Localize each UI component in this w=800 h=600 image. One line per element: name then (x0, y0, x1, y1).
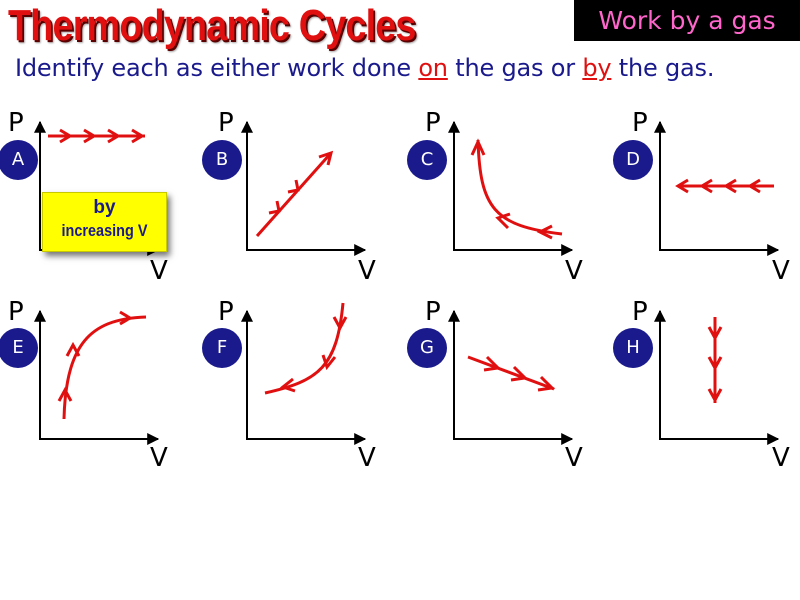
pv-graph-e (34, 309, 160, 445)
direction-arrow (287, 179, 300, 194)
panel-label-d: D (613, 140, 653, 180)
panel-f: P V F (202, 297, 407, 471)
direction-arrow (510, 365, 529, 382)
direction-arrow (707, 388, 723, 404)
instruction-part-1: Identify each as either work done (15, 54, 419, 82)
axis-label-v: V (150, 443, 168, 473)
direction-arrow (131, 128, 145, 144)
pv-graph-g (448, 309, 574, 445)
axis-label-v: V (150, 256, 168, 286)
axis-label-p: P (8, 297, 24, 327)
panel-label-g: G (407, 328, 447, 368)
axis-label-p: P (425, 108, 441, 138)
topic-badge: Work by a gas (574, 0, 800, 41)
page-title: Thermodynamic Cycles (8, 1, 416, 50)
panel-a: P V A (0, 108, 200, 284)
pv-graph-h (654, 309, 780, 445)
direction-arrow (65, 341, 81, 357)
pv-graph-d (654, 120, 780, 256)
direction-arrow (537, 375, 556, 392)
axis-label-p: P (632, 108, 648, 138)
instruction-text: Identify each as either work done on the… (15, 54, 714, 82)
instruction-part-2: the gas or (447, 54, 583, 82)
instruction-part-3: the gas. (611, 54, 715, 82)
direction-arrow (83, 128, 97, 144)
direction-arrow (318, 150, 334, 166)
answer-line-1: by (93, 197, 116, 218)
panel-label-e: E (0, 328, 38, 368)
direction-arrow (268, 200, 281, 215)
pv-graph-c (448, 120, 574, 256)
axis-label-v: V (772, 443, 790, 473)
process-line-e (62, 315, 147, 420)
axis-label-v: V (565, 256, 583, 286)
process-line-c (476, 139, 563, 236)
direction-arrow (332, 316, 348, 332)
panel-g: P V G (407, 297, 614, 471)
panel-b: P V B (202, 108, 407, 284)
panel-label-b: B (202, 140, 242, 180)
panel-label-f: F (202, 328, 242, 368)
instruction-word-on: on (418, 54, 448, 82)
panel-label-h: H (613, 328, 653, 368)
process-line-b (255, 152, 333, 237)
pv-graph-b (241, 120, 367, 256)
axis-label-p: P (425, 297, 441, 327)
direction-arrow (495, 212, 511, 230)
direction-arrow (675, 178, 689, 194)
direction-arrow (119, 310, 133, 326)
panel-label-c: C (407, 140, 447, 180)
direction-arrow (107, 128, 121, 144)
axis-label-v: V (772, 256, 790, 286)
answer-line-2: increasing V (61, 221, 148, 240)
axis-label-v: V (358, 443, 376, 473)
direction-arrow (699, 178, 713, 194)
panel-h: P V H (613, 297, 800, 471)
direction-arrow (536, 224, 553, 240)
panel-e: P V E (0, 297, 200, 471)
panel-c: P V C (407, 108, 614, 284)
axis-label-p: P (632, 297, 648, 327)
axis-label-v: V (565, 443, 583, 473)
direction-arrow (279, 377, 296, 393)
direction-arrow (707, 326, 723, 342)
pv-graph-f (241, 302, 367, 445)
axis-label-p: P (8, 108, 24, 138)
direction-arrow (57, 386, 73, 402)
answer-box-a: by increasing V (42, 192, 167, 252)
axis-label-p: P (218, 108, 234, 138)
direction-arrow (470, 138, 486, 156)
direction-arrow (321, 354, 337, 371)
direction-arrow (707, 356, 723, 372)
direction-arrow (747, 178, 761, 194)
direction-arrow (723, 178, 737, 194)
axis-label-v: V (358, 256, 376, 286)
process-line-g (467, 355, 555, 391)
direction-arrow (59, 128, 73, 144)
panel-d: P V D (613, 108, 800, 284)
direction-arrow (483, 355, 502, 372)
process-line-f (264, 302, 345, 395)
axis-label-p: P (218, 297, 234, 327)
instruction-word-by: by (582, 54, 612, 82)
panel-label-a: A (0, 140, 38, 180)
